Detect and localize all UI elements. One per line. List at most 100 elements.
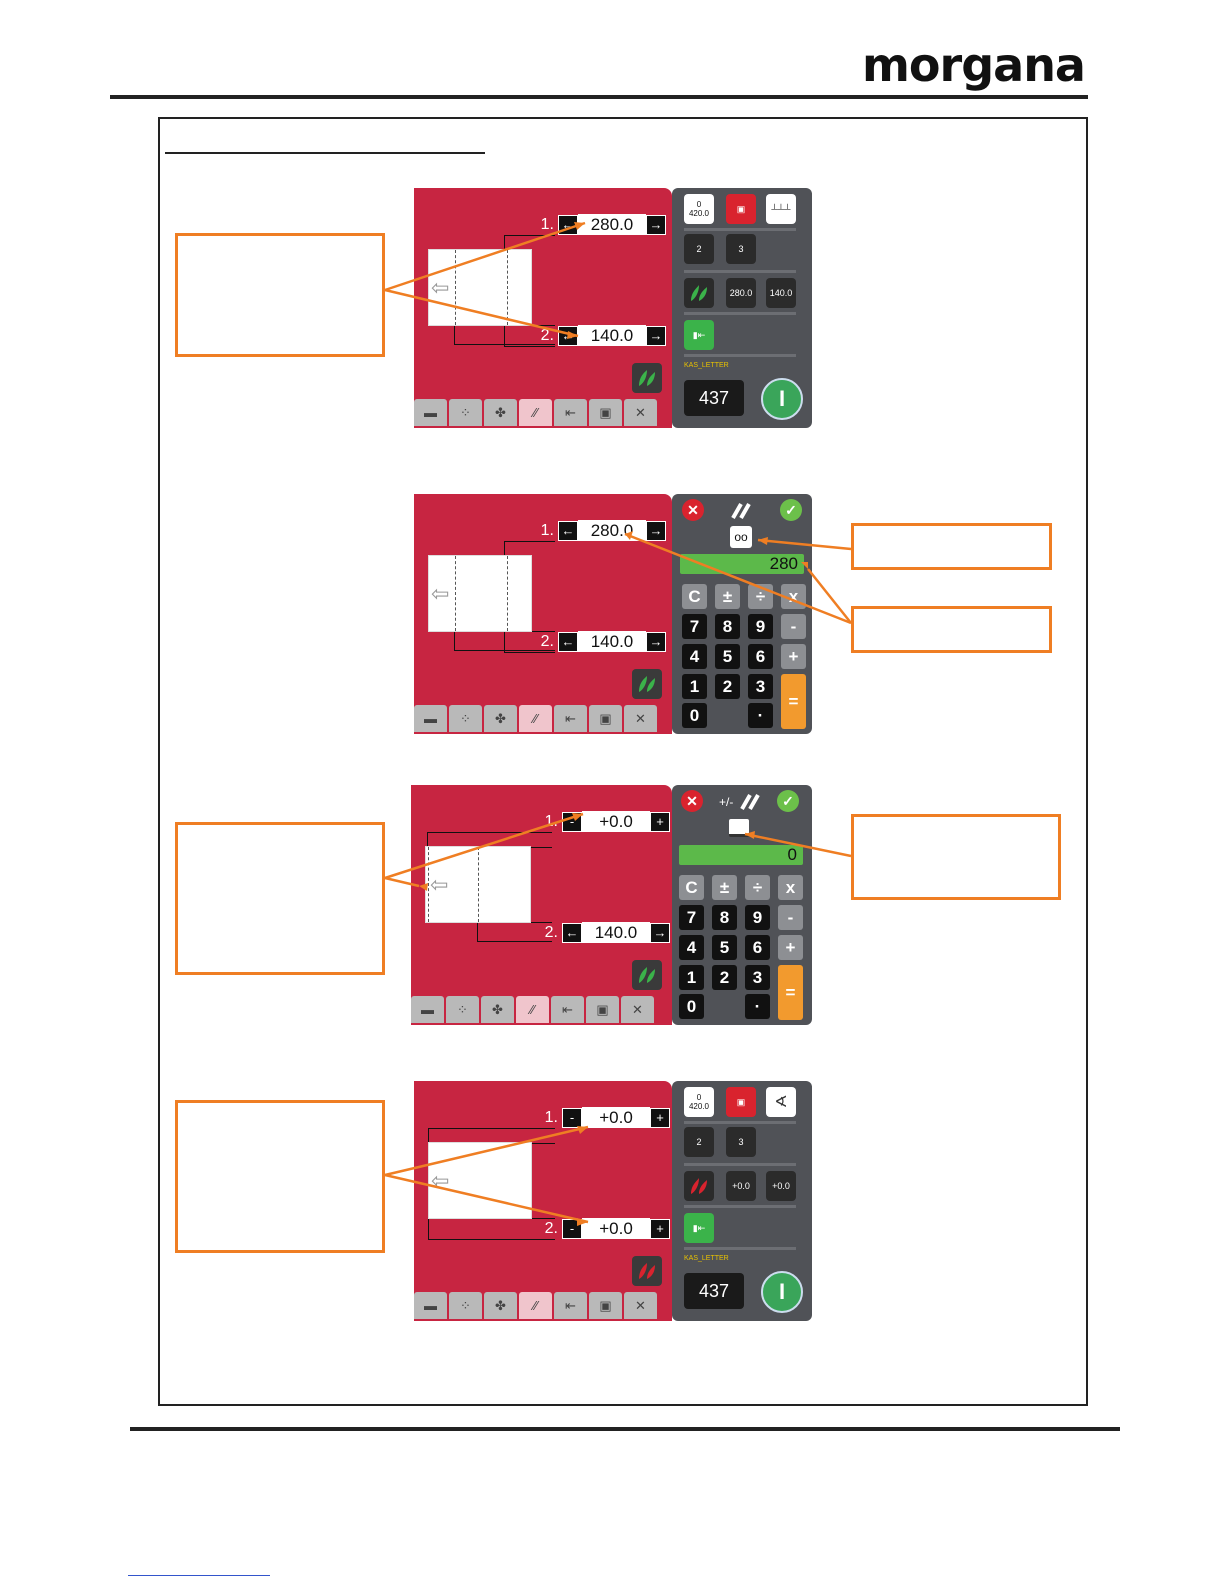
decrease-button[interactable]: ← <box>562 922 582 943</box>
key-decimal[interactable]: · <box>745 994 770 1019</box>
key-divide[interactable]: ÷ <box>748 584 773 609</box>
position-2-value[interactable]: 140.0 <box>582 922 650 943</box>
tab-fan[interactable]: ✤ <box>484 399 517 426</box>
perforate-toggle-button[interactable] <box>632 960 662 990</box>
key-multiply[interactable]: x <box>781 584 806 609</box>
key-0[interactable]: 0 <box>679 994 704 1019</box>
key-2[interactable]: 2 <box>715 674 740 699</box>
tab-tools[interactable]: ✕ <box>624 1292 657 1319</box>
tab-folder[interactable]: ▬ <box>411 996 444 1023</box>
key-clear[interactable]: C <box>679 875 704 900</box>
key-7[interactable]: 7 <box>682 614 707 639</box>
position-1-button[interactable]: 280.0 <box>726 278 756 308</box>
offset-1-button[interactable]: +0.0 <box>726 1171 756 1201</box>
tab-tools[interactable]: ✕ <box>621 996 654 1023</box>
tab-rollers[interactable]: ⁘ <box>449 399 482 426</box>
key-8[interactable]: 8 <box>715 614 740 639</box>
tab-fan[interactable]: ✤ <box>484 705 517 732</box>
tab-rollers[interactable]: ⁘ <box>449 705 482 732</box>
minus-button[interactable]: - <box>562 1107 582 1128</box>
key-6[interactable]: 6 <box>748 644 773 669</box>
tab-fan[interactable]: ✤ <box>481 996 514 1023</box>
feed-button[interactable]: ▮⇤ <box>684 1213 714 1243</box>
tab-fan[interactable]: ✤ <box>484 1292 517 1319</box>
increase-button[interactable]: → <box>646 214 666 235</box>
offset-2-button[interactable]: +0.0 <box>766 1171 796 1201</box>
tab-tools[interactable]: ✕ <box>624 705 657 732</box>
cancel-icon[interactable]: ✕ <box>682 499 704 521</box>
position-2-button[interactable]: 140.0 <box>766 278 796 308</box>
key-equals[interactable]: = <box>778 965 803 1020</box>
offset-1-value[interactable]: +0.0 <box>582 811 650 832</box>
tab-save[interactable]: ▣ <box>589 705 622 732</box>
key-equals[interactable]: = <box>781 674 806 729</box>
key-plus[interactable]: + <box>778 935 803 960</box>
key-9[interactable]: 9 <box>745 905 770 930</box>
tab-perforate[interactable]: ⁄⁄ <box>519 705 552 732</box>
key-3[interactable]: 3 <box>748 674 773 699</box>
decrease-button[interactable]: ← <box>558 631 578 652</box>
key-9[interactable]: 9 <box>748 614 773 639</box>
start-button[interactable]: I <box>761 378 803 420</box>
key-clear[interactable]: C <box>682 584 707 609</box>
perforate-enable-button[interactable] <box>684 278 714 308</box>
tab-perforate[interactable]: ⁄⁄ <box>519 1292 552 1319</box>
sheet-size-button[interactable]: 0 420.0 <box>684 1087 714 1117</box>
plus-button[interactable]: + <box>650 1218 670 1239</box>
angle-icon[interactable]: ∢ <box>766 1087 796 1117</box>
tab-folder[interactable]: ▬ <box>414 705 447 732</box>
fan-2-button[interactable]: 2 <box>684 234 714 264</box>
tab-folder[interactable]: ▬ <box>414 399 447 426</box>
key-5[interactable]: 5 <box>712 935 737 960</box>
key-7[interactable]: 7 <box>679 905 704 930</box>
key-8[interactable]: 8 <box>712 905 737 930</box>
fan-3-button[interactable]: 3 <box>726 234 756 264</box>
decrease-button[interactable]: ← <box>558 325 578 346</box>
tab-rollers[interactable]: ⁘ <box>449 1292 482 1319</box>
tab-save[interactable]: ▣ <box>589 1292 622 1319</box>
key-minus[interactable]: - <box>781 614 806 639</box>
cancel-icon[interactable]: ✕ <box>681 790 703 812</box>
decrease-button[interactable]: ← <box>558 214 578 235</box>
perforate-toggle-button[interactable] <box>632 363 662 393</box>
key-minus[interactable]: - <box>778 905 803 930</box>
save-icon[interactable]: ▣ <box>726 1087 756 1117</box>
tab-tools[interactable]: ✕ <box>624 399 657 426</box>
tab-rollers[interactable]: ⁘ <box>446 996 479 1023</box>
key-4[interactable]: 4 <box>682 644 707 669</box>
key-2[interactable]: 2 <box>712 965 737 990</box>
key-1[interactable]: 1 <box>679 965 704 990</box>
tab-feed[interactable]: ⇤ <box>554 705 587 732</box>
minus-button[interactable]: - <box>562 811 582 832</box>
plus-button[interactable]: + <box>650 1107 670 1128</box>
increase-button[interactable]: → <box>646 325 666 346</box>
plus-button[interactable]: + <box>650 811 670 832</box>
confirm-icon[interactable]: ✓ <box>780 499 802 521</box>
feed-button[interactable]: ▮⇤ <box>684 320 714 350</box>
key-6[interactable]: 6 <box>745 935 770 960</box>
position-2-value[interactable]: 140.0 <box>578 325 646 346</box>
key-4[interactable]: 4 <box>679 935 704 960</box>
sheet-size-button[interactable]: 0 420.0 <box>684 194 714 224</box>
key-plus[interactable]: + <box>781 644 806 669</box>
tab-feed[interactable]: ⇤ <box>551 996 584 1023</box>
position-2-value[interactable]: 140.0 <box>578 631 646 652</box>
minus-button[interactable]: - <box>562 1218 582 1239</box>
tab-folder[interactable]: ▬ <box>414 1292 447 1319</box>
tab-save[interactable]: ▣ <box>589 399 622 426</box>
key-1[interactable]: 1 <box>682 674 707 699</box>
tab-save[interactable]: ▣ <box>586 996 619 1023</box>
perforate-disable-button[interactable] <box>684 1171 714 1201</box>
tab-feed[interactable]: ⇤ <box>554 399 587 426</box>
perforate-toggle-button[interactable] <box>632 669 662 699</box>
start-button[interactable]: I <box>761 1271 803 1313</box>
confirm-icon[interactable]: ✓ <box>777 790 799 812</box>
tab-perforate[interactable]: ⁄⁄ <box>519 399 552 426</box>
key-5[interactable]: 5 <box>715 644 740 669</box>
fan-2-button[interactable]: 2 <box>684 1127 714 1157</box>
key-multiply[interactable]: x <box>778 875 803 900</box>
save-icon[interactable]: ▣ <box>726 194 756 224</box>
increase-button[interactable]: → <box>646 631 666 652</box>
key-0[interactable]: 0 <box>682 703 707 728</box>
position-1-value[interactable]: 280.0 <box>578 214 646 235</box>
